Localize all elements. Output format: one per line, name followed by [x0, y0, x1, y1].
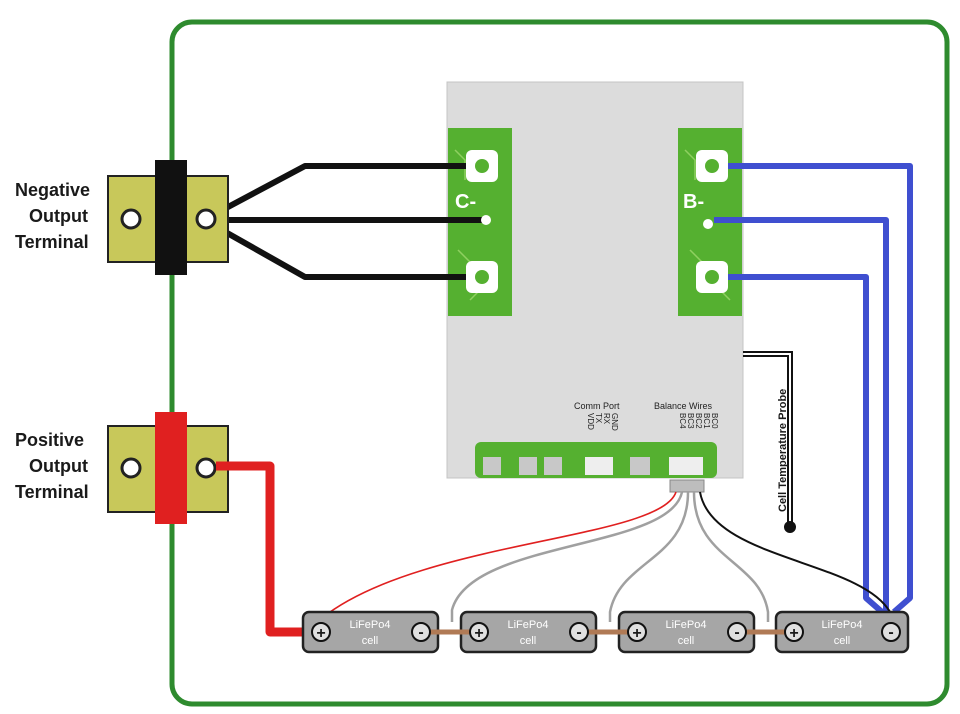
plus-symbol: +: [474, 625, 483, 642]
c-minus-label: C-: [455, 191, 476, 213]
balance-pin-label: BC4: [678, 413, 687, 429]
minus-symbol: -: [888, 624, 893, 641]
minus-symbol: -: [418, 624, 423, 641]
negative-wires: [211, 163, 484, 280]
plus-symbol: +: [789, 625, 798, 642]
balance-wires: [321, 491, 891, 622]
balance-wires-label: Balance Wires: [654, 401, 713, 411]
c-minus-terminals: [466, 150, 498, 293]
negative-terminal-label-line2: Output: [29, 206, 88, 226]
negative-terminal-label-line3: Terminal: [15, 232, 89, 252]
cell-name: LiFePo4: [822, 619, 863, 631]
comm-pin-label: RX: [602, 413, 611, 425]
balance-pin-label: BC3: [686, 413, 695, 429]
minus-symbol: -: [734, 624, 739, 641]
enclosure-outline: [169, 19, 950, 707]
cell-name: LiFePo4: [350, 619, 391, 631]
cell-sub: cell: [520, 635, 537, 647]
cell-sub: cell: [362, 635, 379, 647]
cell-name: LiFePo4: [666, 619, 707, 631]
positive-terminal-label-line2: Output: [29, 456, 88, 476]
plus-symbol: +: [632, 625, 641, 642]
cell-name: LiFePo4: [508, 619, 549, 631]
temp-probe-tip: [784, 521, 796, 533]
balance-plug: [669, 479, 705, 493]
temp-probe-wire: [743, 351, 793, 522]
negative-output-terminal: [107, 160, 229, 275]
b-minus-terminals: [696, 150, 728, 293]
comm-port-connector: [585, 457, 613, 475]
cell-sub: cell: [678, 635, 695, 647]
comm-pin-label: VDD: [586, 413, 595, 430]
cell-sub: cell: [834, 635, 851, 647]
balance-connector: [669, 457, 703, 475]
balance-pin-label: BC1: [702, 413, 711, 429]
plus-symbol: +: [316, 625, 325, 642]
cell-terminal-symbols: [311, 622, 901, 642]
positive-wire: [216, 461, 318, 637]
temp-probe-label: Cell Temperature Probe: [777, 389, 789, 512]
comm-pin-label: GND: [610, 413, 619, 431]
b-minus-wires: [714, 163, 913, 615]
positive-terminal-label-line1: Positive: [15, 430, 84, 450]
minus-symbol: -: [576, 624, 581, 641]
balance-pin-label: BC2: [694, 413, 703, 429]
positive-terminal-label-line3: Terminal: [15, 482, 89, 502]
b-minus-label: B-: [683, 191, 704, 213]
negative-terminal-label-line1: Negative: [15, 180, 90, 200]
balance-pin-label: BC0: [710, 413, 719, 429]
positive-output-terminal: [107, 412, 229, 524]
comm-port-label: Comm Port: [574, 401, 620, 411]
comm-pin-label: TX: [594, 413, 603, 424]
